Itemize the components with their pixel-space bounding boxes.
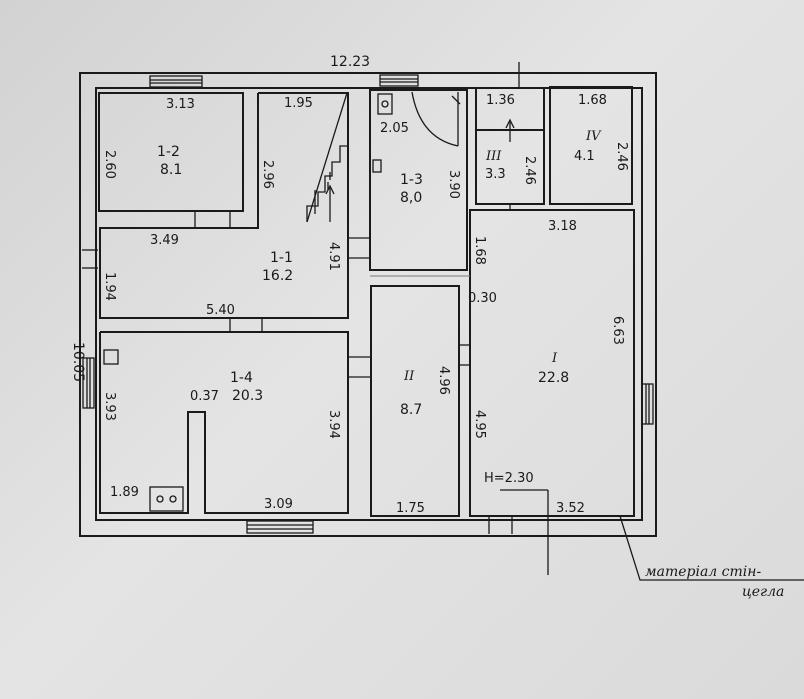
chimney-icon (103, 349, 119, 365)
window-top-1-3 (379, 74, 419, 87)
stairs-arrow-icon (325, 184, 335, 222)
room-IV-walls (549, 86, 633, 205)
room-III-width: 1.36 (486, 93, 515, 108)
room-IV-area: 4.1 (574, 149, 595, 164)
room-I-height: 6.63 (610, 316, 625, 345)
window-right-I (641, 383, 654, 425)
window-bottom-1-4 (246, 520, 314, 534)
room-1-4-bottom: 3.09 (264, 497, 293, 512)
room-1-4-right: 3.94 (326, 410, 341, 439)
window-left-1-4 (82, 357, 95, 409)
door-swing-icon (411, 91, 461, 147)
toilet-icon (377, 93, 393, 115)
room-1-1-walls (99, 92, 349, 319)
room-1-1-top: 1.95 (284, 96, 313, 111)
room-I-width: 3.18 (548, 219, 577, 234)
room-IV-id: IV (585, 129, 602, 144)
room-IV-width: 1.68 (578, 93, 607, 108)
room-I-id: I (551, 351, 558, 366)
outer-wall-outer (79, 72, 657, 537)
room-1-1-id: 1-1 (270, 250, 293, 266)
stairs-icon (306, 92, 348, 223)
room-II-height: 4.96 (436, 366, 451, 395)
room-1-3-id: 1-3 (400, 172, 423, 188)
room-1-4-area: 20.3 (232, 388, 263, 404)
room-1-1-right: 4.91 (326, 242, 341, 271)
room-I-gap: 0.30 (468, 291, 497, 306)
room-1-4-walls (99, 331, 349, 514)
room-II-id: II (403, 369, 415, 384)
room-III-id: III (485, 149, 502, 164)
room-1-4-nook: 0.37 (190, 389, 219, 404)
room-1-1-stairs: 2.96 (260, 160, 275, 189)
room-I-upper: 1.68 (472, 236, 487, 265)
room-1-4-height: 3.93 (102, 392, 117, 421)
room-1-1-area: 16.2 (262, 268, 293, 284)
note-leader-line (619, 515, 804, 581)
room-III-arrow-icon (505, 118, 515, 142)
outer-wall-inner (95, 87, 643, 521)
room-1-3-width: 2.05 (380, 121, 409, 136)
room-II-walls (370, 285, 460, 517)
room-1-1-side: 1.94 (102, 272, 117, 301)
room-1-2-walls (98, 92, 244, 212)
room-II-width: 1.75 (396, 501, 425, 516)
room-1-3-walls (369, 89, 468, 271)
room-1-3-height: 3.90 (446, 170, 461, 199)
room-1-2-height: 2.60 (102, 150, 117, 179)
room-1-2-id: 1-2 (157, 144, 180, 160)
room-II-area: 8.7 (400, 402, 422, 418)
room-1-2-area: 8.1 (160, 162, 182, 178)
room-1-4-nook-width: 1.89 (110, 485, 139, 500)
overall-depth-label: 10.05 (70, 342, 86, 382)
room-I-walls (469, 209, 635, 517)
room-1-4-id: 1-4 (230, 370, 253, 386)
room-IV-height: 2.46 (614, 142, 629, 171)
window-top-1-2 (149, 75, 203, 88)
room-III-height: 2.46 (522, 156, 537, 185)
room-I-height-note: H=2.30 (484, 471, 534, 486)
door-marks (82, 62, 549, 575)
room-I-area: 22.8 (538, 370, 569, 386)
wall-material-note-line1: матеріал стін- (645, 564, 761, 580)
room-I-left: 4.95 (472, 410, 487, 439)
room-1-4-width: 5.40 (206, 303, 235, 318)
overall-width-label: 12.23 (330, 54, 370, 70)
sink-icon (372, 159, 382, 173)
room-I-bottom: 3.52 (556, 501, 585, 516)
room-1-2-width: 3.13 (166, 97, 195, 112)
wall-material-note-line2: цегла (742, 584, 784, 600)
stove-icon (149, 486, 184, 512)
room-III-area: 3.3 (485, 167, 506, 182)
room-1-1-width: 3.49 (150, 233, 179, 248)
room-1-3-area: 8,0 (400, 190, 422, 206)
